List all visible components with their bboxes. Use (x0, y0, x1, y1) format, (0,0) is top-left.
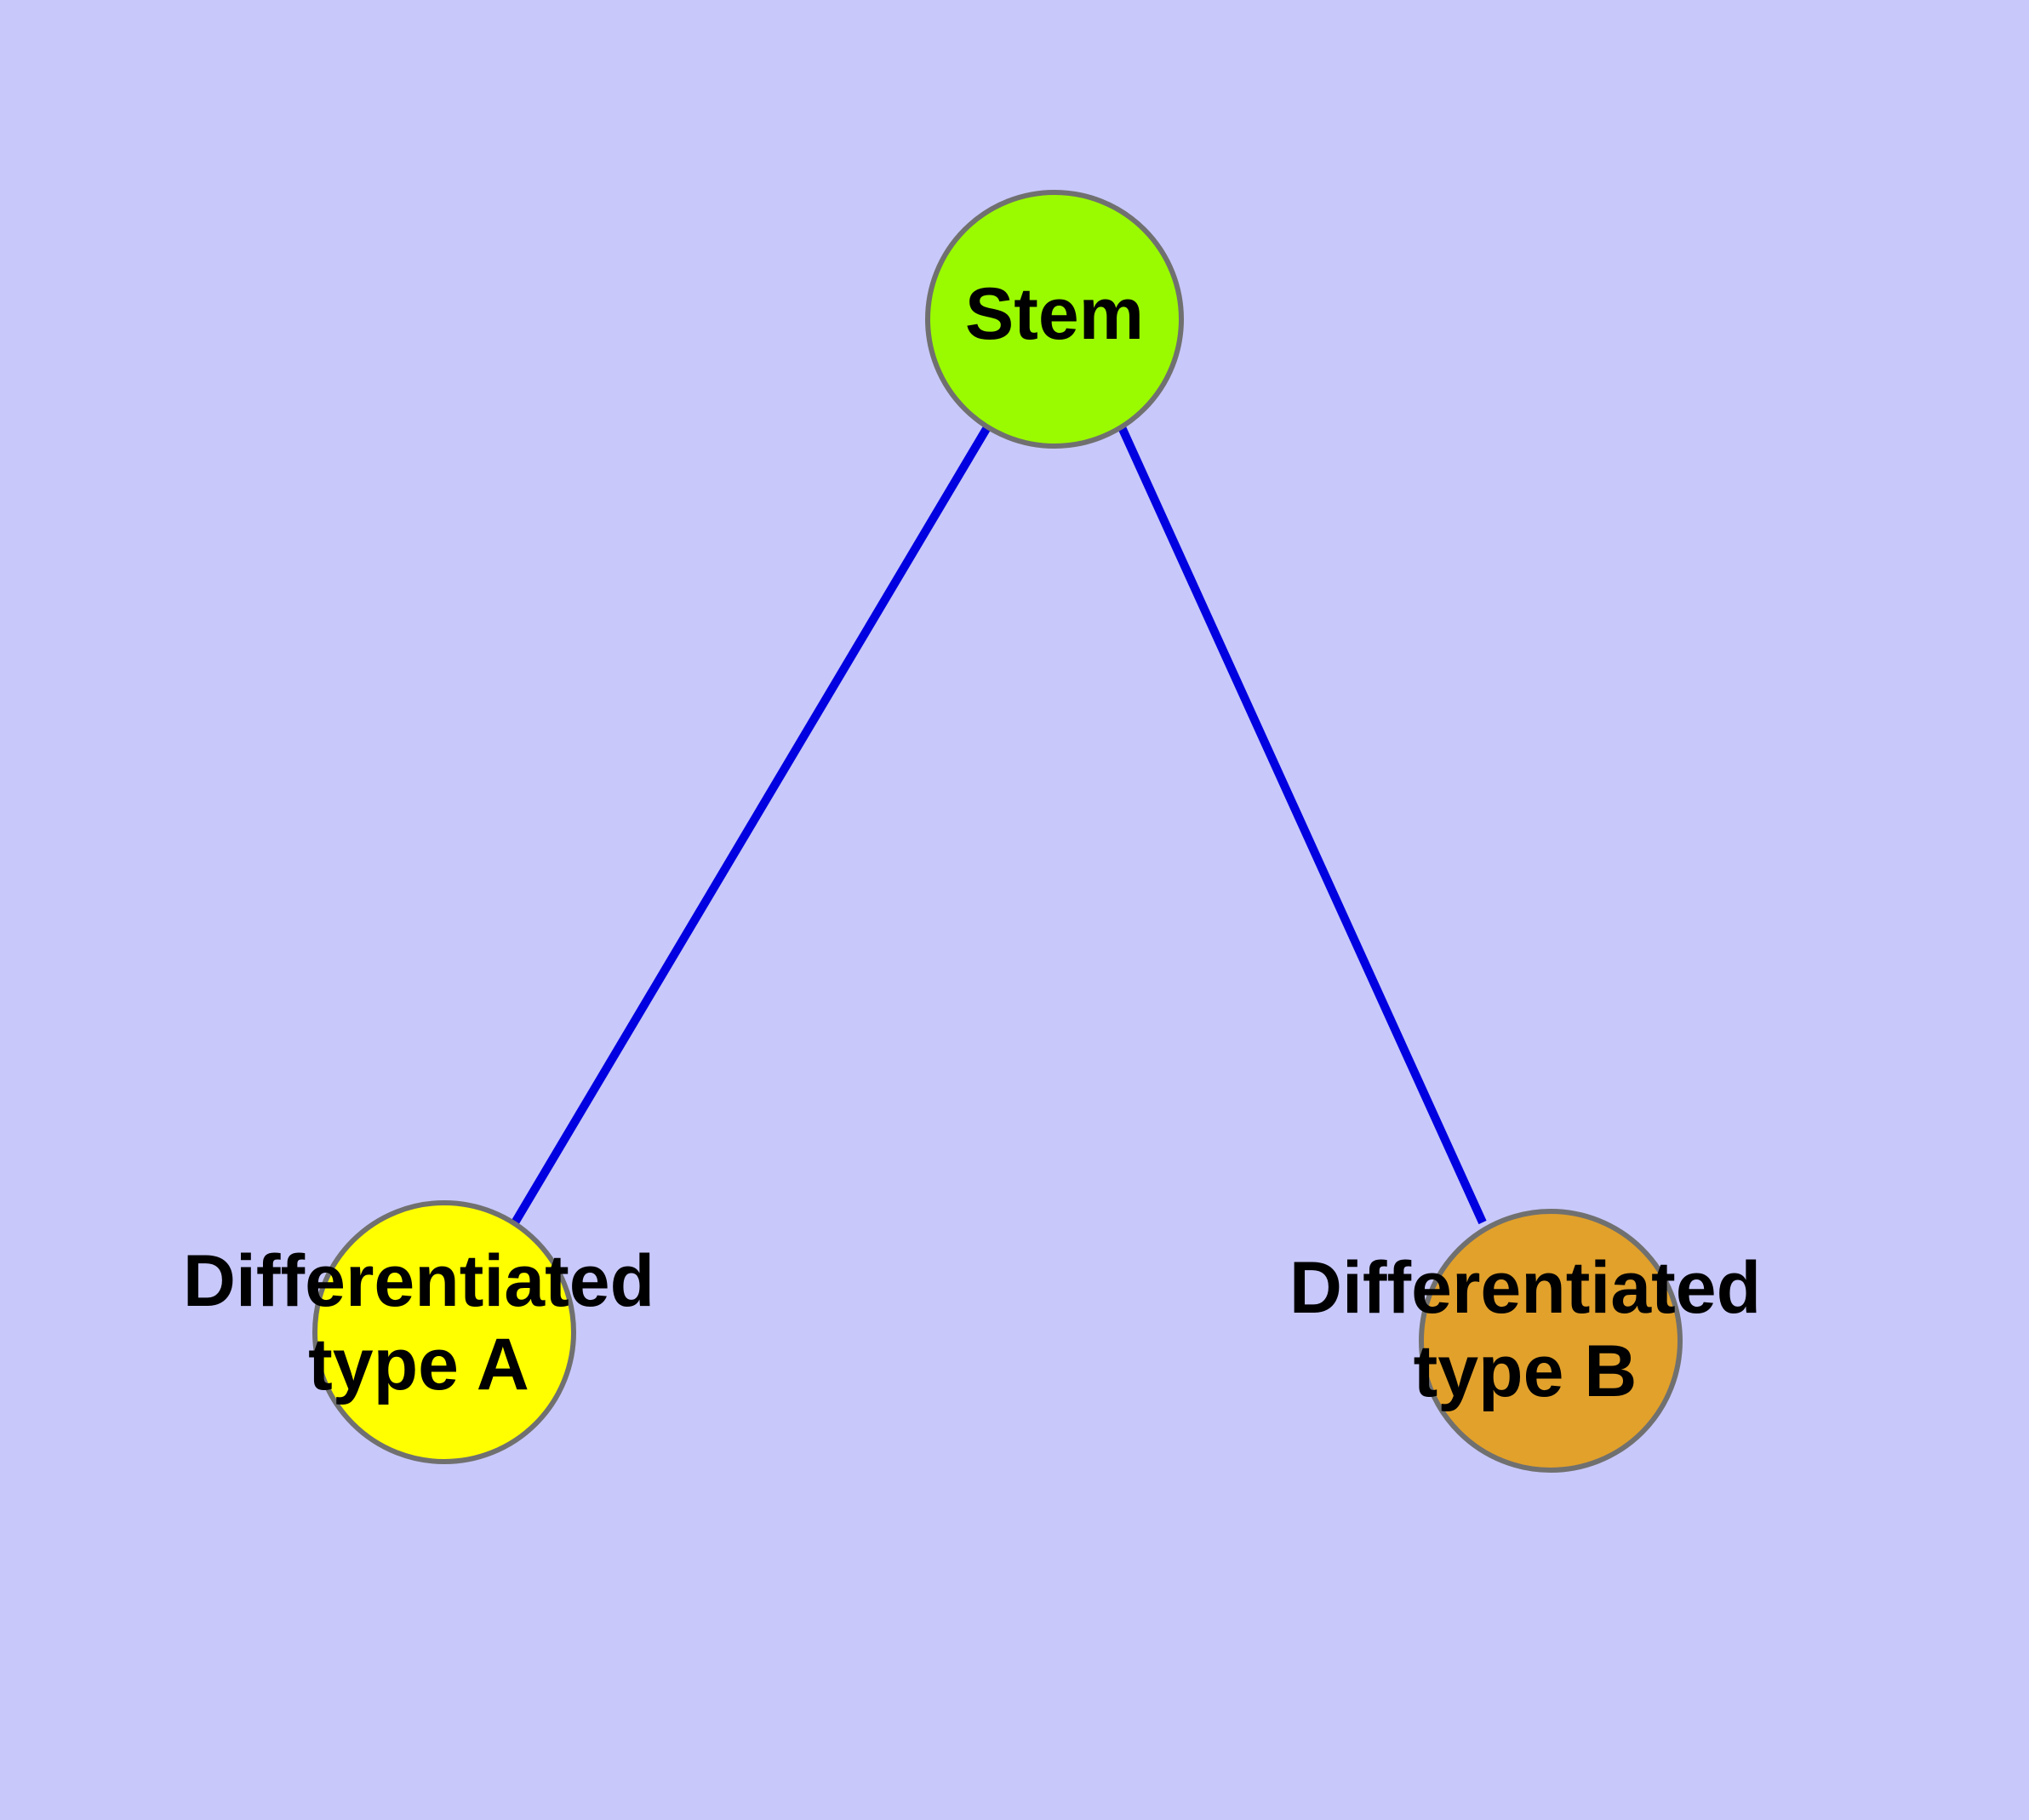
nodes-layer (312, 190, 1683, 1473)
edges-layer (510, 425, 1487, 1227)
node-label-stem: Stem (965, 273, 1144, 355)
node-label-line: Stem (965, 273, 1144, 355)
edge-stem-to-type-a[interactable] (510, 425, 992, 1227)
node-label-line: Differentiated (1289, 1247, 1761, 1329)
edge-stem-to-type-b[interactable] (1117, 425, 1487, 1225)
node-label-line: type A (308, 1324, 529, 1405)
node-differentiated-type-a[interactable] (312, 1200, 576, 1464)
node-label-line: type B (1414, 1331, 1637, 1412)
node-differentiated-type-b[interactable] (1419, 1209, 1683, 1473)
node-label-line: Differentiated (183, 1240, 654, 1322)
node-stem[interactable] (925, 190, 1184, 449)
